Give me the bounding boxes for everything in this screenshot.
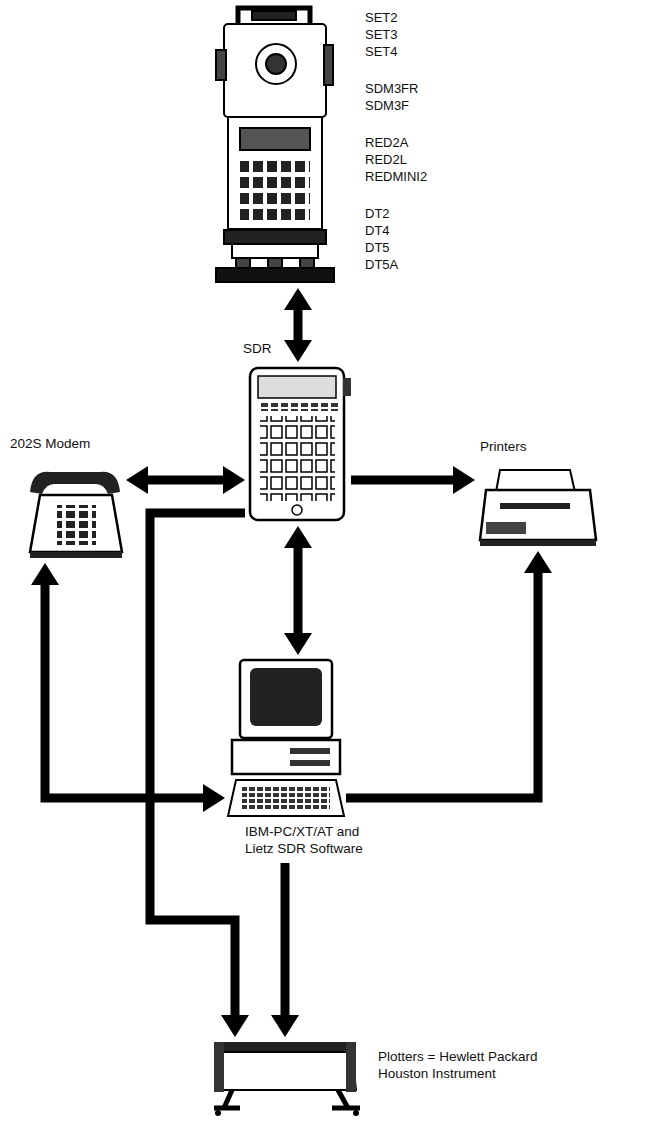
device-label: SDR bbox=[243, 340, 272, 357]
connector-arrow bbox=[31, 563, 225, 812]
arrowhead bbox=[31, 563, 59, 585]
device-label: IBM-PC/XT/AT and Lietz SDR Software bbox=[245, 823, 385, 857]
device-label: Plotters = Hewlett Packard Houston Instr… bbox=[378, 1048, 558, 1082]
computer: IBM-PC/XT/AT and Lietz SDR Software bbox=[228, 658, 343, 860]
arrowhead bbox=[203, 784, 225, 812]
connector-line bbox=[45, 583, 205, 798]
connector-line bbox=[294, 308, 303, 342]
arrowhead bbox=[271, 1015, 299, 1037]
connector-line bbox=[351, 476, 455, 485]
label-holder: Plotters = Hewlett Packard Houston Instr… bbox=[378, 1048, 558, 1082]
connector-arrow bbox=[346, 551, 552, 798]
model-list: SET2 SET3 SET4 bbox=[365, 9, 398, 60]
arrowhead bbox=[284, 288, 312, 310]
arrowhead bbox=[284, 633, 312, 655]
arrowhead bbox=[524, 551, 552, 573]
modem: 202S Modem bbox=[28, 465, 123, 560]
plotter bbox=[214, 1042, 360, 1116]
telephone-modem bbox=[30, 472, 122, 558]
data-collector: SDR bbox=[248, 365, 348, 523]
model-list: SDM3FR SDM3F bbox=[365, 80, 418, 114]
instrument-group: SET2 SET3 SET4SDM3FR SDM3FRED2A RED2L RE… bbox=[215, 5, 333, 285]
sdr-handheld bbox=[250, 368, 351, 520]
label-holder: SET2 SET3 SET4SDM3FR SDM3F RED2A RED2L RE… bbox=[365, 9, 427, 273]
connector-line bbox=[146, 476, 225, 485]
connector-arrow bbox=[284, 288, 312, 362]
device-label: 202S Modem bbox=[10, 435, 90, 452]
connector-line bbox=[294, 546, 303, 635]
printer: Printers bbox=[478, 468, 598, 548]
printer bbox=[480, 470, 596, 546]
personal-computer bbox=[228, 660, 344, 816]
arrowhead bbox=[284, 340, 312, 362]
model-list: RED2A RED2L REDMINI2 bbox=[365, 134, 427, 185]
arrowhead bbox=[284, 526, 312, 548]
arrowhead bbox=[221, 1015, 249, 1037]
connector-line bbox=[281, 863, 290, 1017]
label-holder: SDR bbox=[243, 340, 272, 357]
arrowhead bbox=[223, 466, 245, 494]
connector-arrow bbox=[150, 513, 249, 1037]
connector-arrow bbox=[271, 863, 299, 1037]
connector-arrow bbox=[284, 526, 312, 655]
label-holder: 202S Modem bbox=[10, 435, 90, 452]
connector-arrow bbox=[126, 466, 245, 494]
model-list: DT2 DT4 DT5 DT5A bbox=[365, 205, 398, 273]
connector-line bbox=[346, 571, 538, 798]
label-holder: IBM-PC/XT/AT and Lietz SDR Software bbox=[245, 823, 385, 857]
connector-line bbox=[150, 513, 245, 1017]
plotter: Plotters = Hewlett Packard Houston Instr… bbox=[213, 1040, 358, 1115]
total-station bbox=[216, 8, 334, 282]
connector-arrow bbox=[351, 466, 475, 494]
label-holder: Printers bbox=[480, 438, 527, 455]
arrowhead bbox=[453, 466, 475, 494]
device-label: Printers bbox=[480, 438, 527, 455]
arrowhead bbox=[126, 466, 148, 494]
